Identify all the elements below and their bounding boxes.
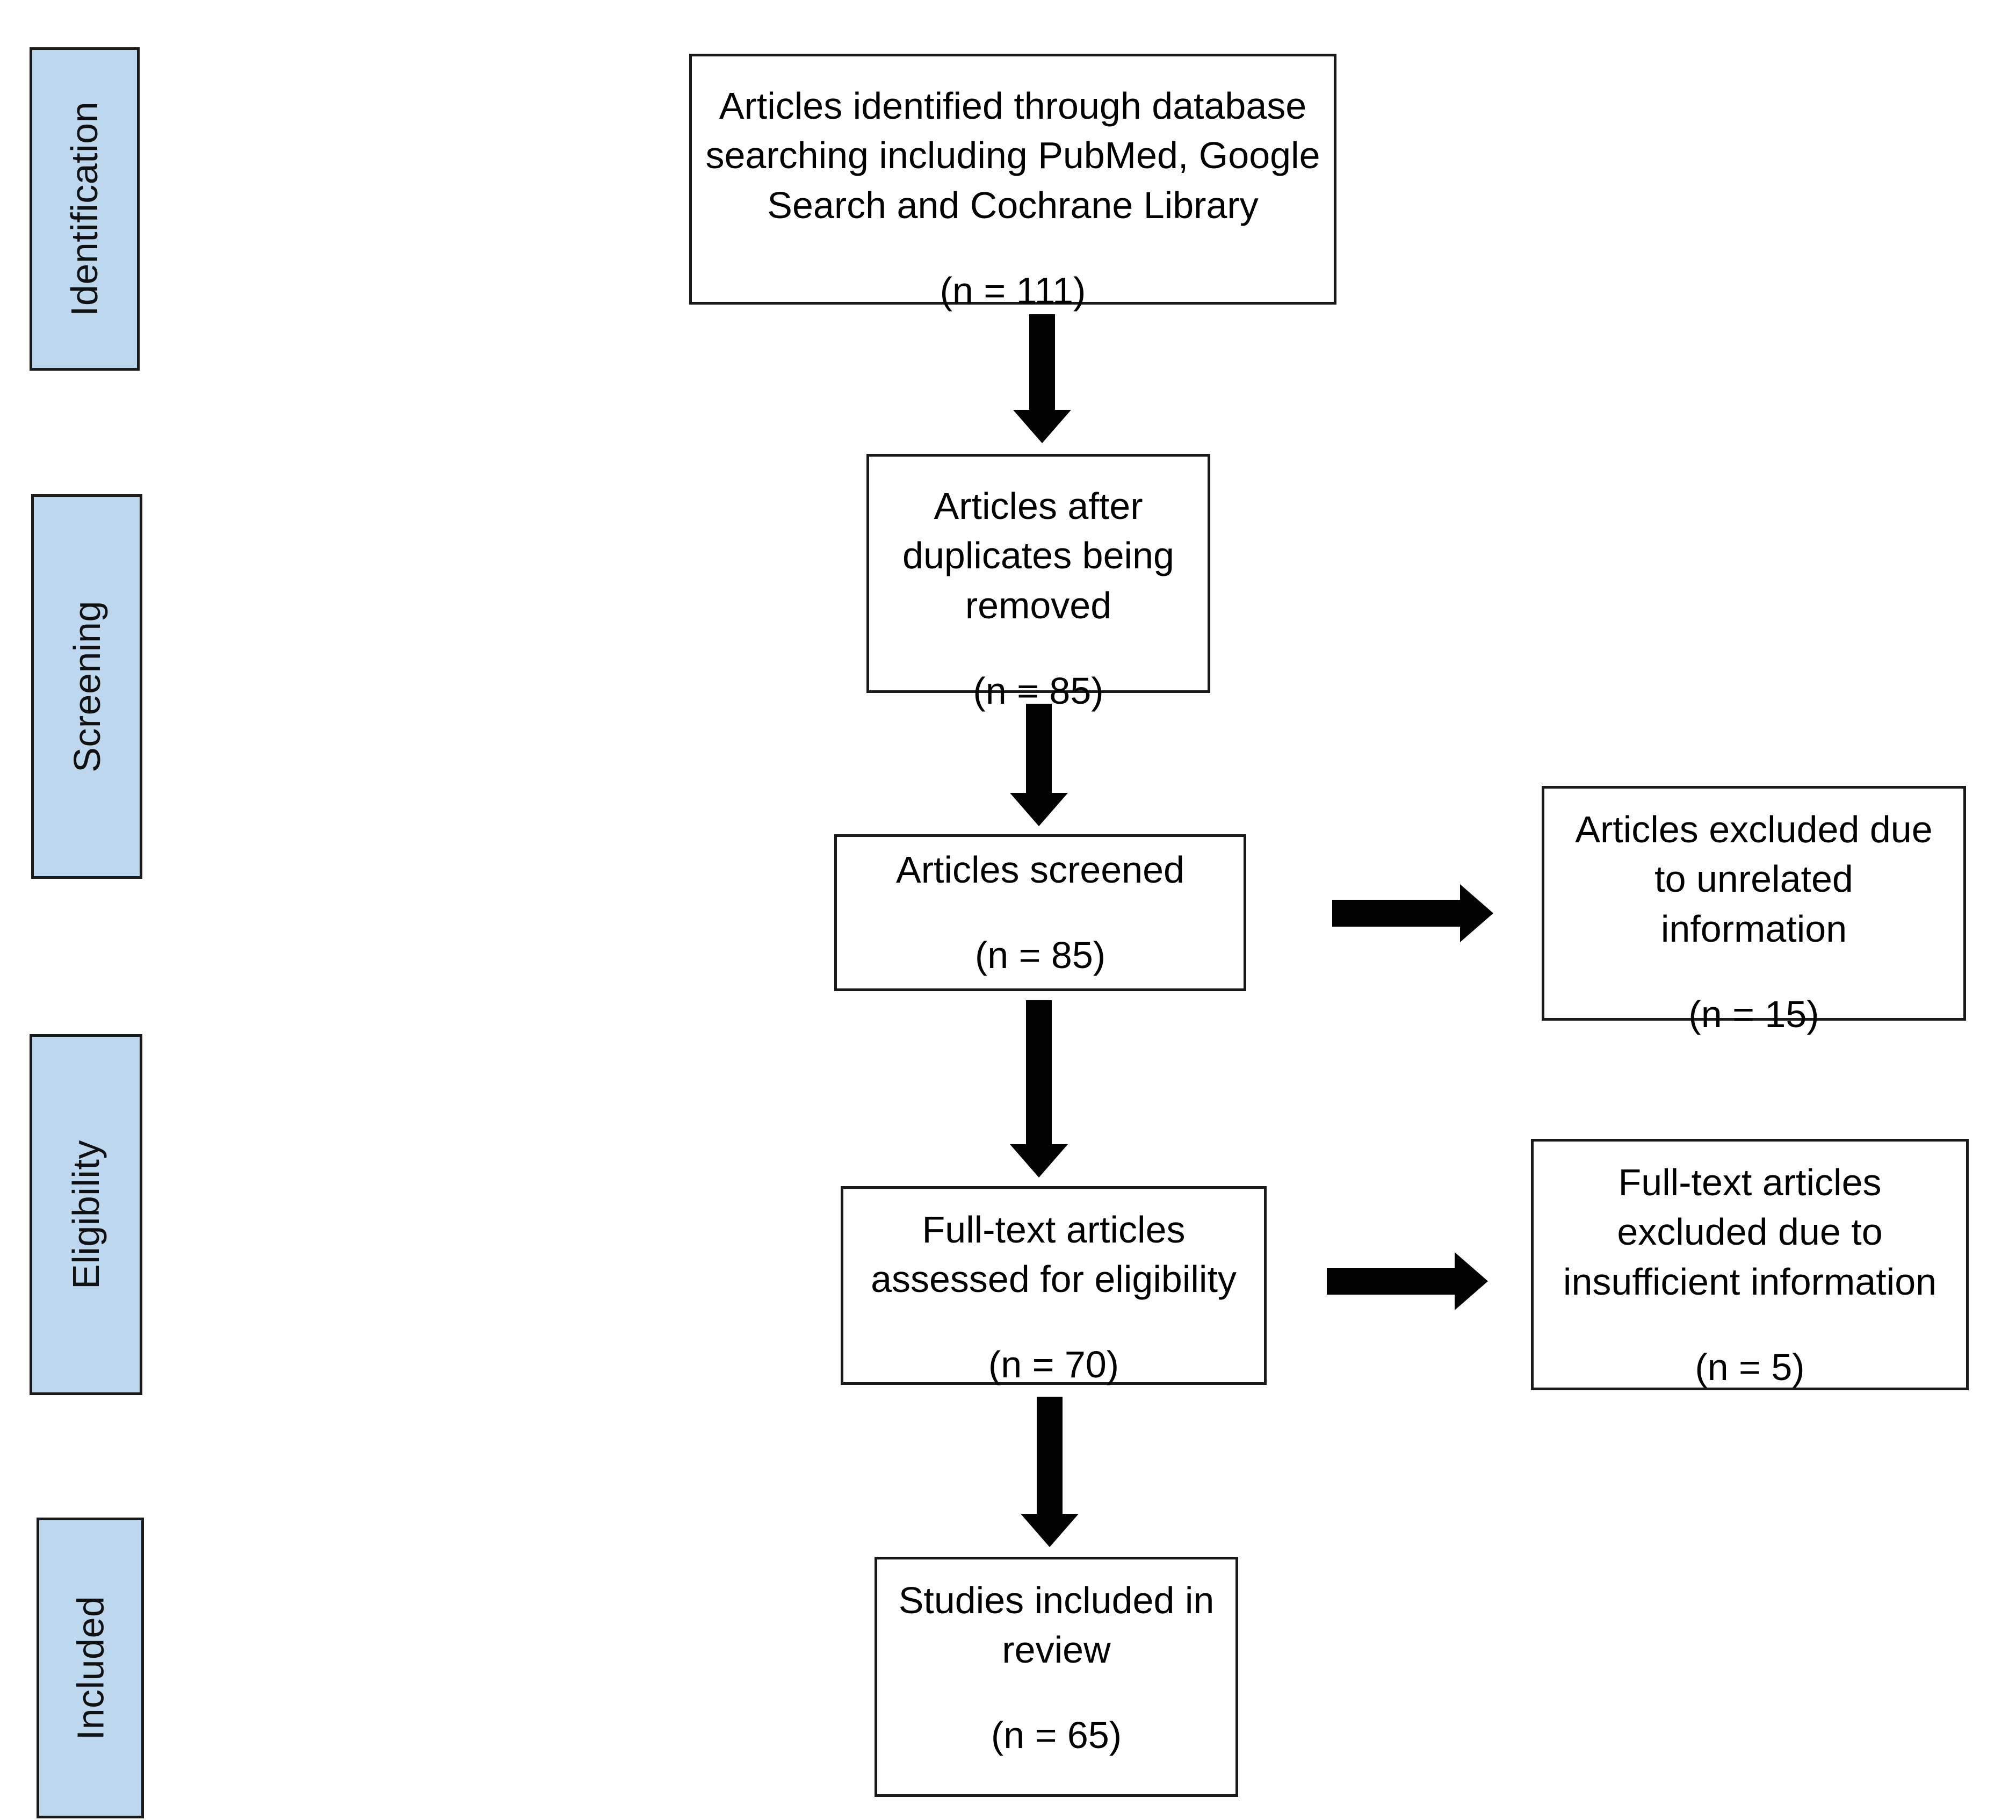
node-records-excluded-count: (n = 15) <box>1688 993 1819 1035</box>
node-records-identified-count: (n = 111) <box>940 269 1086 312</box>
stage-box-screening: Screening <box>31 494 142 879</box>
node-records-excluded: Articles excluded due to unrelated infor… <box>1542 786 1966 1035</box>
stage-box-eligibility: Eligibility <box>30 1034 142 1395</box>
node-fulltext-excluded: Full-text articles excluded due to insuf… <box>1531 1139 1969 1390</box>
arrow-duplicates-to-screened <box>1010 704 1068 826</box>
node-fulltext-excluded-count: (n = 5) <box>1695 1346 1805 1388</box>
node-records-excluded-text: Articles excluded due to unrelated infor… <box>1575 808 1933 950</box>
arrow-head-down-icon <box>1013 410 1071 443</box>
arrow-fulltext-to-included <box>1021 1397 1079 1547</box>
stage-label-included: Included <box>69 1595 111 1740</box>
stage-box-identification: Identification <box>30 47 140 371</box>
arrow-shaft <box>1029 314 1055 411</box>
node-records-screened: Articles screened (n = 85) <box>834 834 1246 991</box>
arrow-head-down-icon <box>1010 1144 1068 1178</box>
node-studies-included: Studies included in review (n = 65) <box>875 1557 1238 1797</box>
node-fulltext-assessed-count: (n = 70) <box>988 1344 1119 1386</box>
node-duplicates-removed: Articles after duplicates being removed … <box>866 454 1210 712</box>
arrow-screened-to-fulltext <box>1010 1000 1068 1178</box>
node-records-screened-text: Articles screened <box>896 849 1184 891</box>
arrow-shaft <box>1026 1000 1052 1145</box>
node-records-screened-count: (n = 85) <box>974 934 1106 977</box>
arrow-shaft <box>1327 1268 1461 1295</box>
node-fulltext-assessed-text: Full-text articles assessed for eligibil… <box>871 1209 1237 1301</box>
arrow-identified-to-duplicates <box>1013 314 1071 443</box>
stage-label-screening: Screening <box>66 601 108 772</box>
arrow-shaft <box>1332 900 1466 927</box>
arrow-shaft <box>1037 1397 1063 1515</box>
node-studies-included-count: (n = 65) <box>991 1714 1122 1757</box>
stage-box-included: Included <box>37 1518 144 1818</box>
node-fulltext-excluded-text: Full-text articles excluded due to insuf… <box>1563 1161 1937 1303</box>
arrow-screened-to-excluded <box>1332 884 1493 943</box>
node-records-identified-text: Articles identified through database sea… <box>705 85 1320 226</box>
node-fulltext-assessed: Full-text articles assessed for eligibil… <box>841 1186 1267 1385</box>
arrow-head-right-icon <box>1455 1252 1488 1310</box>
arrow-shaft <box>1026 704 1052 794</box>
arrow-head-down-icon <box>1021 1514 1079 1547</box>
node-duplicates-removed-text: Articles after duplicates being removed <box>902 485 1174 626</box>
arrow-head-right-icon <box>1460 884 1493 942</box>
node-studies-included-text: Studies included in review <box>898 1579 1215 1671</box>
stage-label-eligibility: Eligibility <box>65 1140 107 1289</box>
stage-label-identification: Identification <box>63 101 106 317</box>
arrow-head-down-icon <box>1010 793 1068 826</box>
node-records-identified: Articles identified through database sea… <box>689 54 1336 312</box>
arrow-fulltext-to-excluded <box>1327 1252 1488 1311</box>
